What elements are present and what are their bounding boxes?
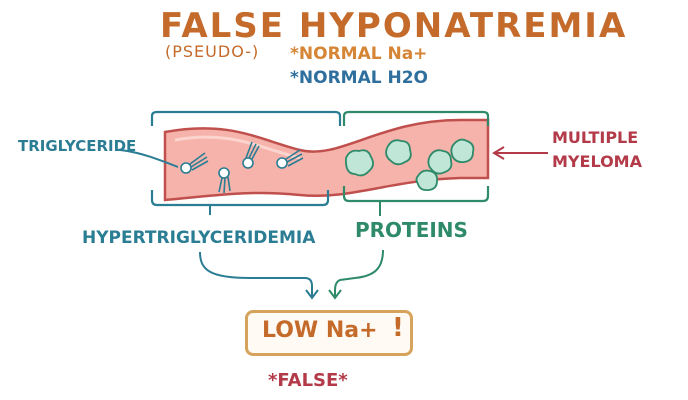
hyper-arrowhead [305,289,319,300]
label-multiple: MULTIPLE [552,128,639,147]
right-bottom-bracket [342,186,490,203]
triglyceride-pointer [119,149,179,168]
protein-arrowhead [328,289,342,300]
subtitle: (PSEUDO-) [165,42,260,61]
vessel-inner-highlight [174,135,301,160]
protein-blob [345,138,475,192]
right-top-bracket [342,110,490,126]
hyper-arrow [199,251,313,296]
blood-vessel [163,118,490,202]
result-exclaim: ! [392,313,404,343]
left-bottom-bracket [150,190,330,207]
left-top-bracket [150,110,342,126]
protein-arrow [334,249,384,296]
triglyceride-molecule [242,141,260,169]
note-normal-na: *NORMAL Na+ [290,44,428,64]
triglyceride-molecule [276,149,304,169]
label-hypertriglyceridemia: HYPERTRIGLYCERIDEMIA [82,228,316,248]
label-myeloma: MYELOMA [552,152,642,171]
label-proteins: PROTEINS [355,218,468,242]
result-box [245,310,413,356]
myeloma-arrowhead [492,146,505,160]
result-low-na: LOW Na+ [262,318,378,343]
label-triglyceride: TRIGLYCERIDE [18,137,137,155]
page-title: FALSE HYPONATREMIA [160,6,628,46]
triglyceride-molecule [180,152,209,174]
triglyceride-molecule [218,167,231,194]
note-normal-water: *NORMAL H2O [290,68,428,88]
result-false: *FALSE* [268,370,348,391]
